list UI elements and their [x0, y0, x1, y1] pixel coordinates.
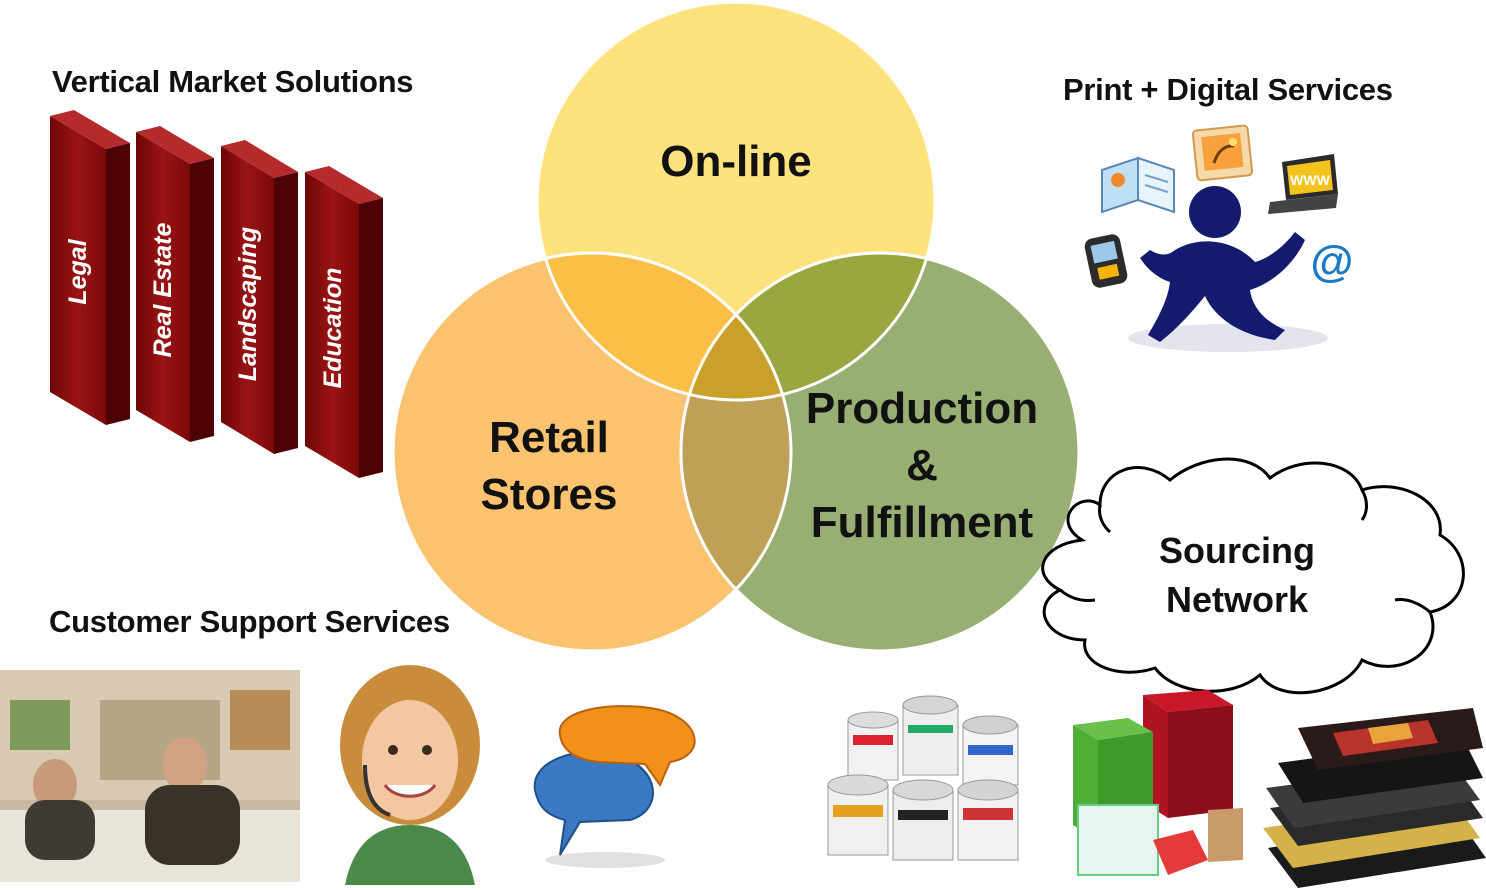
customer-support-heading: Customer Support Services: [49, 604, 450, 639]
venn-label-retail-1: Retail: [489, 413, 609, 462]
pillar-real-estate: Real Estate: [136, 126, 214, 442]
pillar-real-estate-label: Real Estate: [149, 223, 177, 358]
venn-label-production-1: Production: [806, 384, 1038, 433]
venn-label-production-3: Fulfillment: [811, 498, 1034, 547]
headset-woman-photo: [325, 665, 495, 885]
venn-label-retail-2: Stores: [481, 470, 618, 519]
vertical-market-pillars: Legal Real Estate Landscaping Education: [50, 110, 383, 478]
pillar-education-label: Education: [319, 268, 347, 389]
office-meeting-photo: [0, 670, 300, 882]
speech-bubbles-icon: [520, 700, 710, 870]
books-photo: [1258, 708, 1486, 888]
venn-overlap-online-production: [681, 253, 935, 400]
pillar-legal-label: Legal: [64, 238, 92, 304]
venn-overlap-online-retail: [537, 253, 791, 400]
vertical-market-heading: Vertical Market Solutions: [52, 64, 414, 99]
pillar-landscaping: Landscaping: [221, 140, 298, 454]
pillar-landscaping-label: Landscaping: [234, 227, 262, 381]
print-digital-heading: Print + Digital Services: [1063, 72, 1393, 107]
pillar-education: Education: [305, 166, 383, 478]
boxes-photo: [1058, 690, 1248, 885]
venn-label-production-2: &: [906, 441, 938, 490]
label-rolls-photo: [818, 690, 1053, 875]
venn-label-online: On-line: [660, 137, 812, 186]
pillar-legal: Legal: [50, 110, 130, 425]
